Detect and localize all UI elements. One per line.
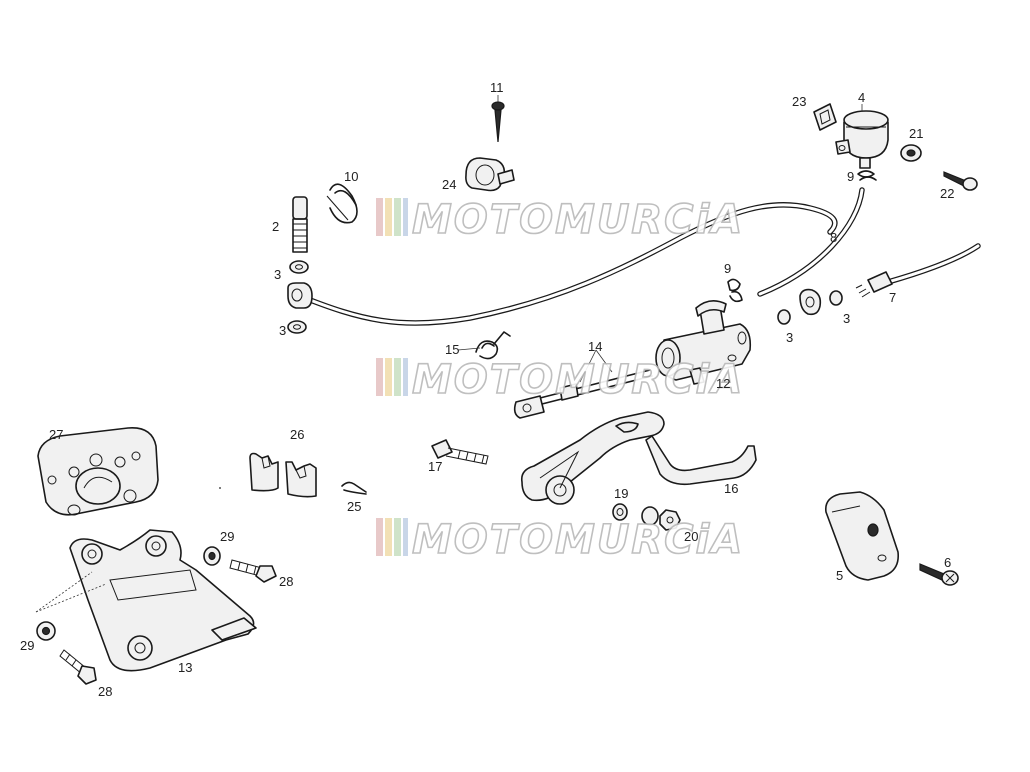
callout-15: 15	[445, 342, 459, 357]
reservoir-hose	[757, 187, 865, 297]
part-21-grommet	[900, 144, 922, 162]
callout-17: 17	[428, 459, 442, 474]
part-3-washer-mid	[777, 309, 791, 325]
callout-19: 19	[614, 486, 628, 501]
callout-5: 5	[836, 568, 843, 583]
part-22-screw	[943, 171, 978, 191]
callout-12: 12	[716, 376, 730, 391]
callout-3-c: 3	[786, 330, 793, 345]
part-25-cotter-pin	[341, 481, 367, 495]
part-14-push-rod	[513, 369, 653, 419]
part-4-brake-reservoir	[835, 110, 889, 169]
callout-labels: 2 3 3 3 3 4 5 6 7 8 9 9 10 11 12 13 14 1…	[20, 80, 954, 699]
watermark-text-middle: MOTOMURCiA	[412, 357, 744, 403]
watermark-top: MOTOMURCiA	[376, 196, 744, 244]
banjo-fitting-left	[287, 282, 313, 309]
part-12-master-cylinder	[655, 300, 752, 385]
callout-9-b: 9	[724, 261, 731, 276]
part-5-cover	[824, 491, 900, 581]
callout-3-b: 3	[279, 323, 286, 338]
watermark-stripe-12	[403, 518, 408, 556]
callout-11: 11	[490, 80, 504, 95]
watermark-text-top: MOTOMURCiA	[412, 197, 744, 243]
callout-28-b: 28	[98, 684, 112, 699]
part-28-bolt-lower	[59, 649, 97, 685]
callout-24: 24	[442, 177, 456, 192]
callout-25: 25	[347, 499, 361, 514]
watermark-stripe-1	[376, 198, 383, 236]
part-3-washer-right	[829, 290, 843, 306]
banjo-fitting-right	[799, 288, 822, 316]
part-3-washer-top	[289, 260, 309, 274]
part-24-hose-clamp	[465, 157, 515, 192]
callout-13: 13	[178, 660, 192, 675]
callout-10: 10	[344, 169, 358, 184]
part-9-clamp-lower	[727, 278, 743, 303]
part-23-clip	[813, 103, 837, 131]
callout-4: 4	[858, 90, 865, 105]
watermark-middle: MOTOMURCiA	[376, 356, 744, 404]
callout-6: 6	[944, 555, 951, 570]
watermark-stripe-3	[394, 198, 401, 236]
callout-23: 23	[792, 94, 806, 109]
callout-3-d: 3	[843, 311, 850, 326]
callout-22: 22	[940, 186, 954, 201]
part-3-washer-hole	[295, 264, 303, 270]
callout-20: 20	[684, 529, 698, 544]
callout-27: 27	[49, 427, 63, 442]
part-29-washer-lower	[36, 621, 56, 641]
callout-7: 7	[889, 290, 896, 305]
part-3-washer-bottom	[287, 320, 307, 334]
rear-brake-hose	[297, 202, 838, 326]
part-13-caliper-bracket	[69, 529, 257, 672]
part-6-screw	[919, 563, 959, 586]
part-29-washer-upper	[203, 546, 221, 566]
part-28-bolt-upper	[229, 559, 277, 583]
watermark-stripe-11	[394, 518, 401, 556]
part-26-brake-pads	[249, 452, 317, 498]
part-10-hose-clip	[326, 183, 358, 224]
callout-21: 21	[909, 126, 923, 141]
callout-29-b: 29	[20, 638, 34, 653]
watermark-stripe-9	[376, 518, 383, 556]
watermark-text-bottom: MOTOMURCiA	[412, 517, 744, 563]
part-19-washer	[612, 503, 628, 521]
watermark-stripe-2	[385, 198, 392, 236]
part-2-bleed-screw	[292, 196, 308, 253]
watermark-stripe-10	[385, 518, 392, 556]
callout-29-a: 29	[220, 529, 234, 544]
part-27-brake-caliper	[37, 427, 159, 516]
watermark-bottom: MOTOMURCiA	[376, 516, 744, 564]
assembly-dashed-line-29	[35, 571, 107, 613]
watermark-stripe-8	[403, 358, 408, 396]
watermark-stripe-5	[376, 358, 383, 396]
callout-14: 14	[588, 339, 602, 354]
part-11-screw	[491, 95, 505, 143]
callout-3-a: 3	[274, 267, 281, 282]
part-16-brake-pedal	[520, 411, 757, 505]
callout-8: 8	[830, 230, 837, 245]
part-3-washer-bottom-hole	[293, 324, 301, 330]
part-9-clamp-upper	[857, 170, 877, 181]
watermark-stripe-7	[394, 358, 401, 396]
watermark-stripe-4	[403, 198, 408, 236]
part-20-nut	[641, 506, 681, 531]
stray-mark	[219, 487, 221, 489]
callout-9-a: 9	[847, 169, 854, 184]
callout-26: 26	[290, 427, 304, 442]
callout-28-a: 28	[279, 574, 293, 589]
outlet-hose	[885, 243, 981, 285]
callout-16: 16	[724, 481, 738, 496]
part-7-fitting	[855, 271, 893, 298]
leader-lines	[457, 104, 863, 383]
part-15-return-spring	[475, 331, 511, 360]
watermark-stripe-6	[385, 358, 392, 396]
callout-2: 2	[272, 219, 279, 234]
part-17-pivot-bolt	[431, 439, 489, 465]
